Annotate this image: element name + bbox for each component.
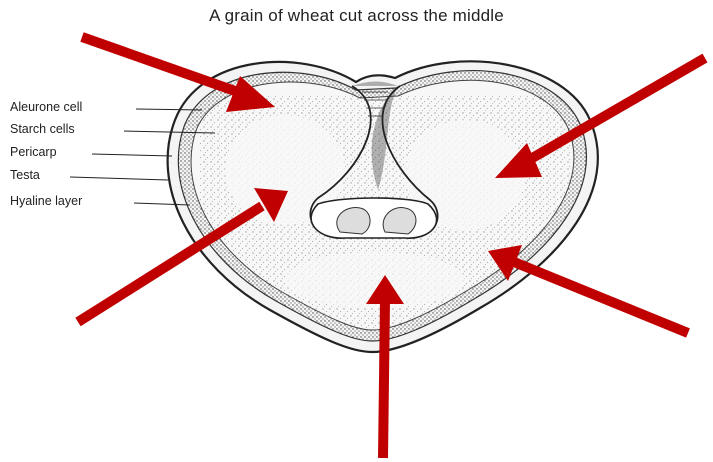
label-hyaline-layer: Hyaline layer xyxy=(10,194,82,208)
label-pericarp: Pericarp xyxy=(10,145,57,159)
label-testa: Testa xyxy=(10,168,40,182)
crease-pocket xyxy=(311,198,436,238)
label-starch-cells: Starch cells xyxy=(10,122,75,136)
label-aleurone-cell: Aleurone cell xyxy=(10,100,82,114)
